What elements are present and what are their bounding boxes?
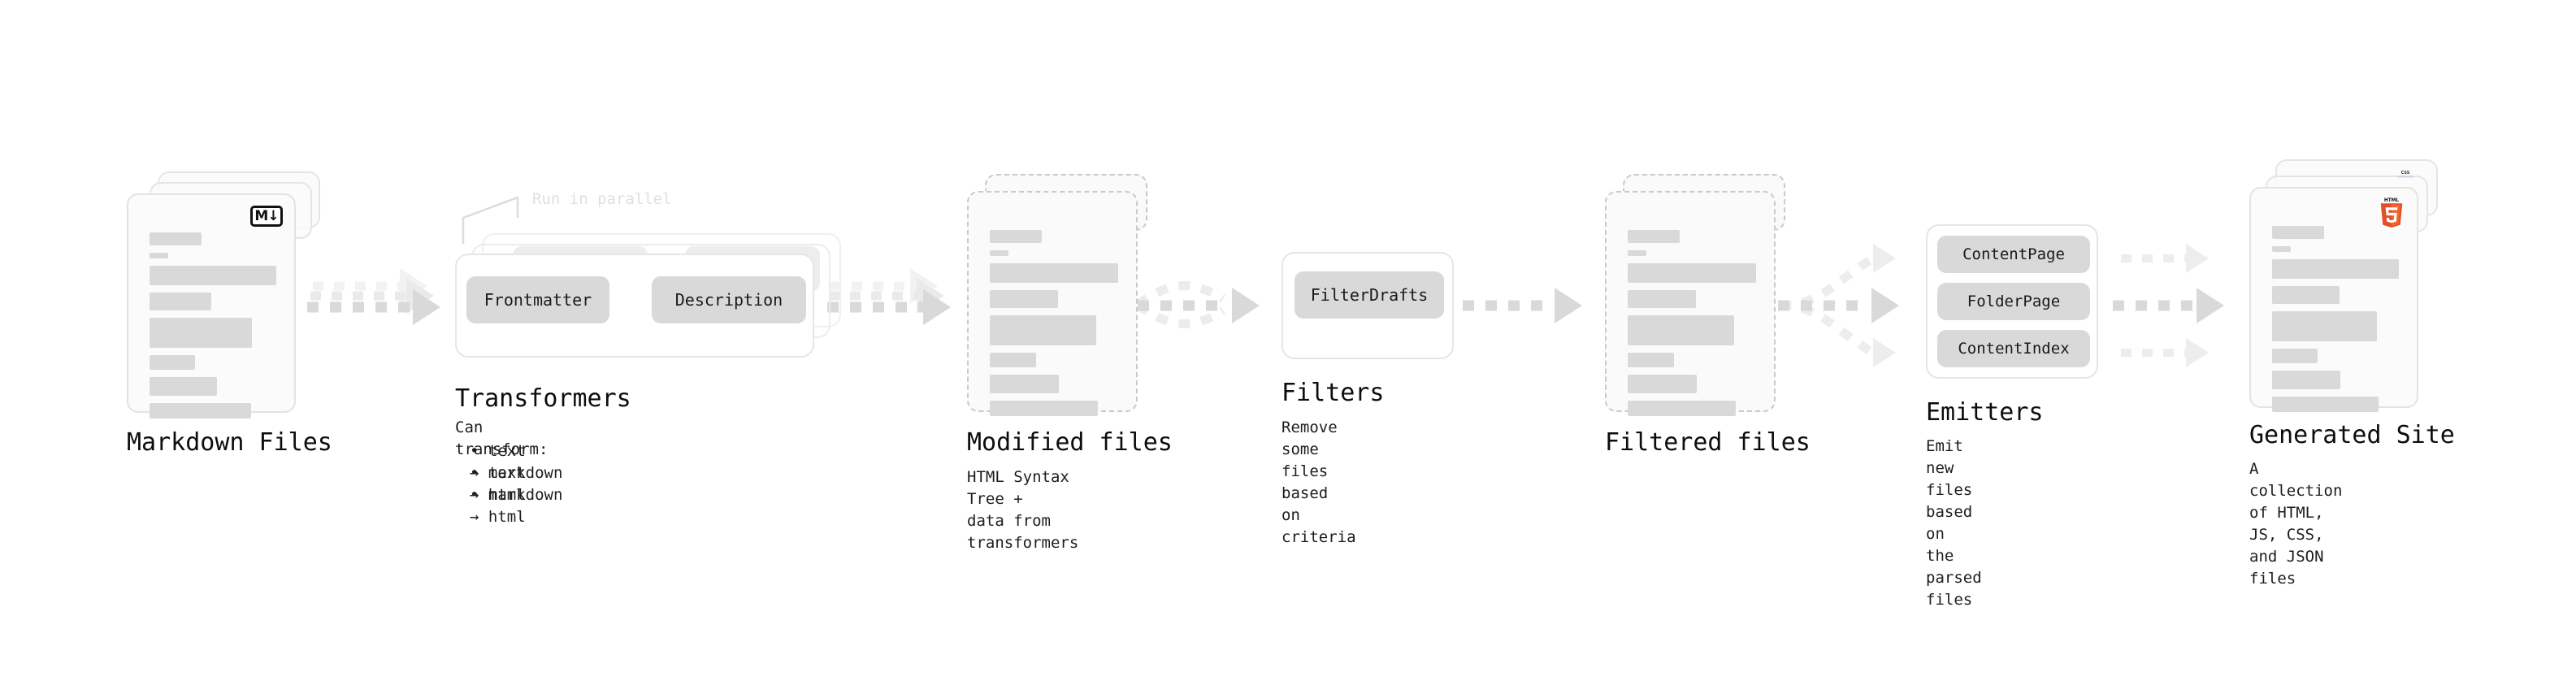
page-title-modified-files: Modified files <box>967 428 1173 457</box>
placeholder-bar <box>2272 286 2340 304</box>
site-placeholder-lines <box>2272 218 2399 419</box>
generated-site-description: A collection of HTML, JS, CSS, and JSON … <box>2249 460 2343 588</box>
page-title-markdown-files: Markdown Files <box>127 428 332 457</box>
arrow-filters-to-filtered <box>1463 288 1582 323</box>
transformer-panel-front: Frontmatter Description <box>455 254 814 358</box>
emitter-item-contentindex[interactable]: ContentIndex <box>1937 330 2090 367</box>
placeholder-bar <box>1628 250 1646 256</box>
page-title-emitters: Emitters <box>1926 398 2044 427</box>
page-title-filters: Filters <box>1281 379 1385 407</box>
placeholder-bar <box>150 293 212 310</box>
bullet-text: markdown → markdown <box>470 464 563 504</box>
placeholder-bar <box>1628 263 1756 283</box>
filter-item-filterdrafts[interactable]: FilterDrafts <box>1295 271 1444 319</box>
arrow-transformers-to-modified <box>827 268 951 325</box>
arrow-emitters-to-site <box>2113 243 2224 368</box>
placeholder-bar <box>990 263 1118 283</box>
placeholder-bar <box>2272 226 2324 239</box>
placeholder-bar <box>150 266 276 285</box>
modified-card-front <box>967 191 1138 416</box>
svg-text:HTML: HTML <box>2384 198 2399 203</box>
placeholder-bar <box>1628 230 1680 243</box>
arrow-markdown-to-transformers <box>307 268 440 325</box>
placeholder-bar <box>1628 315 1735 345</box>
emitter-item-folderpage[interactable]: FolderPage <box>1937 283 2090 320</box>
placeholder-bar <box>1628 401 1736 416</box>
placeholder-bar <box>990 250 1008 256</box>
site-card-front: HTML <box>2249 187 2418 412</box>
placeholder-bar <box>990 315 1097 345</box>
placeholder-bar <box>150 355 196 370</box>
run-in-parallel-label: Run in parallel <box>532 190 672 208</box>
filtered-placeholder-lines <box>1628 222 1756 423</box>
emitter-item-contentpage[interactable]: ContentPage <box>1937 236 2090 273</box>
emitters-panel: ContentPage FolderPage ContentIndex <box>1926 224 2098 379</box>
placeholder-bar <box>2272 349 2318 363</box>
arrow-filtered-to-emitters <box>1778 243 1899 368</box>
placeholder-bar <box>1628 290 1696 308</box>
bullet-text: html → html <box>470 486 526 526</box>
placeholder-bar <box>990 230 1042 243</box>
placeholder-bar <box>990 375 1060 393</box>
filtered-card-front <box>1605 191 1776 416</box>
transformers-bullet-3: • html → html <box>470 486 526 526</box>
transformers-description: Can transform: <box>455 419 549 458</box>
markdown-icon: M↓ <box>250 206 283 227</box>
placeholder-bar <box>2272 371 2341 389</box>
css3-label: CSS <box>2400 171 2410 176</box>
placeholder-bar <box>150 253 168 258</box>
placeholder-bar <box>990 353 1036 367</box>
page-title-transformers: Transformers <box>455 384 631 413</box>
transformers-bullet-1: • text → text <box>470 442 526 482</box>
placeholder-bar <box>2272 311 2378 341</box>
markdown-placeholder-lines <box>150 224 276 426</box>
filters-panel: FilterDrafts <box>1281 252 1454 359</box>
emitters-description: Emit new files based on the parsed files <box>1926 437 1982 609</box>
bullet-text: text → text <box>470 442 526 482</box>
modified-placeholder-lines <box>990 222 1118 423</box>
placeholder-bar <box>1628 375 1698 393</box>
placeholder-bar <box>2272 259 2399 279</box>
transformer-item-description[interactable]: Description <box>652 276 806 323</box>
page-title-generated-site: Generated Site <box>2249 421 2455 449</box>
placeholder-bar <box>150 403 251 419</box>
placeholder-bar <box>990 401 1098 416</box>
html5-icon: HTML <box>2380 198 2403 228</box>
placeholder-bar <box>2272 397 2379 412</box>
transformer-item-frontmatter[interactable]: Frontmatter <box>466 276 609 323</box>
markdown-card-front: M↓ <box>127 193 296 419</box>
modified-files-description: HTML Syntax Tree + data from transformer… <box>967 468 1079 552</box>
filters-description: Remove some files based on criteria <box>1281 419 1356 546</box>
placeholder-bar <box>990 290 1058 308</box>
placeholder-bar <box>150 377 217 396</box>
placeholder-bar <box>1628 353 1674 367</box>
arrow-modified-to-filters <box>1134 281 1260 328</box>
placeholder-bar <box>2272 246 2291 252</box>
page-title-filtered-files: Filtered files <box>1605 428 1811 457</box>
placeholder-bar <box>150 232 202 245</box>
placeholder-bar <box>150 318 253 348</box>
transformers-bullet-2: • markdown → markdown <box>470 464 563 504</box>
